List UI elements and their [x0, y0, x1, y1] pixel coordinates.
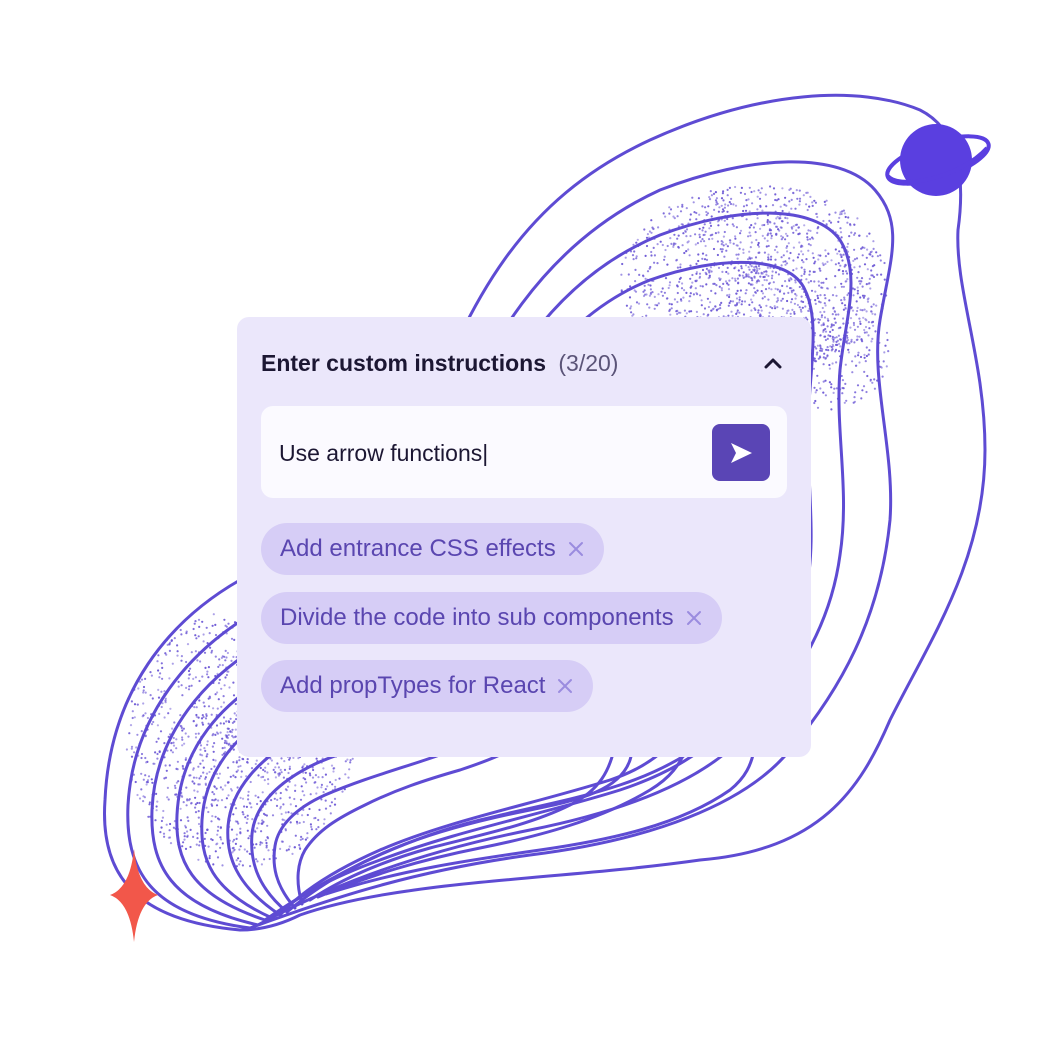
instruction-chip: Divide the code into sub components [261, 592, 722, 644]
sparkle-icon [110, 849, 158, 942]
close-icon [568, 542, 583, 556]
collapse-button[interactable] [759, 349, 787, 377]
chip-label: Divide the code into sub components [280, 604, 674, 631]
send-arrow-icon [731, 442, 752, 463]
panel-title: Enter custom instructions [261, 349, 546, 376]
planet [885, 124, 991, 196]
instruction-chip: Add entrance CSS effects [261, 523, 604, 575]
custom-instructions-panel: Enter custom instructions (3/20) Add ent… [237, 317, 811, 757]
orbit-lines [102, 93, 987, 932]
instruction-input[interactable] [277, 430, 691, 476]
chip-label: Add propTypes for React [280, 672, 546, 699]
remove-chip-button[interactable] [557, 678, 573, 694]
instruction-input-row [261, 406, 787, 498]
close-icon [686, 611, 701, 625]
remove-chip-button[interactable] [686, 610, 702, 626]
chevron-up-icon [764, 358, 782, 369]
chip-label: Add entrance CSS effects [280, 535, 556, 562]
instruction-chip: Add propTypes for React [261, 660, 594, 712]
send-button[interactable] [712, 424, 770, 481]
remove-chip-button[interactable] [568, 541, 584, 557]
instruction-counter: (3/20) [558, 349, 619, 376]
close-icon [558, 679, 573, 693]
panel-title-group: Enter custom instructions (3/20) [261, 350, 618, 377]
panel-header: Enter custom instructions (3/20) [261, 347, 787, 379]
